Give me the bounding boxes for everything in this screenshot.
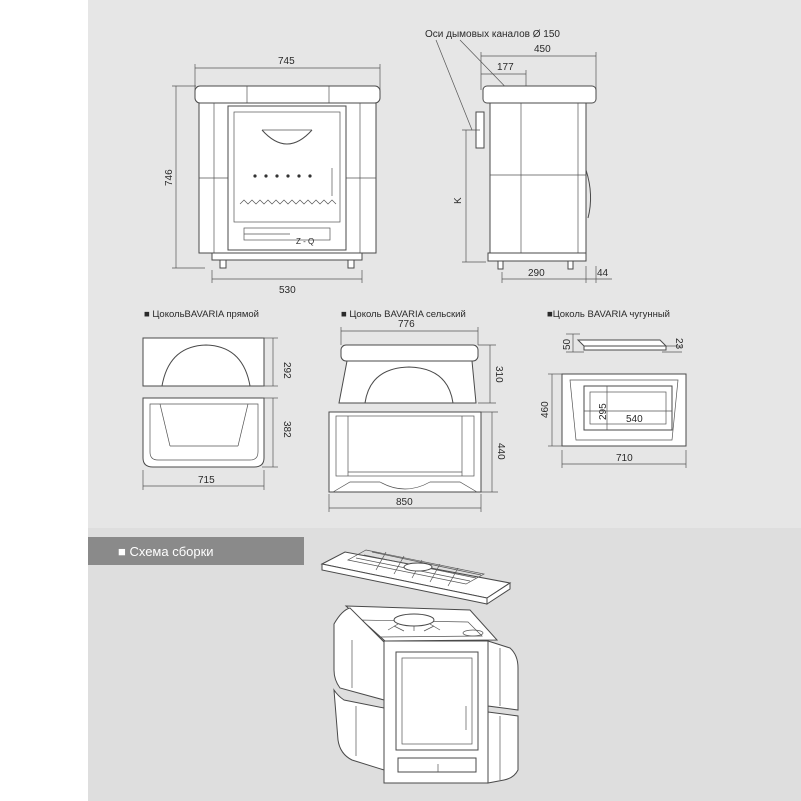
dim-382: 382 [281, 421, 292, 438]
flue-axis-label: Оси дымовых каналов Ø 150 [425, 29, 560, 40]
dim-k: K [453, 197, 464, 204]
dim-23: 23 [673, 338, 684, 350]
dim-290: 290 [528, 268, 545, 279]
plinth-straight: ■ ЦокольBAVARIA прямой 292 382 715 [142, 309, 292, 490]
dim-776: 776 [398, 319, 415, 330]
front-view: 745 746 Z - Q [164, 56, 381, 296]
plinth-rustic: ■ Цоколь BAVARIA сельский 776 310 440 85… [328, 309, 506, 512]
dim-460: 460 [540, 401, 551, 418]
plinth-cast-iron-caption: ■Цоколь BAVARIA чугунный [547, 309, 670, 320]
dim-292: 292 [281, 362, 292, 379]
dim-295: 295 [598, 403, 609, 420]
dim-440: 440 [495, 443, 506, 460]
dim-177: 177 [497, 62, 514, 73]
dim-50: 50 [562, 338, 573, 350]
side-view: Оси дымовых каналов Ø 150 450 177 K 290 … [425, 29, 612, 283]
plinth-straight-caption: ■ ЦокольBAVARIA прямой [144, 309, 259, 320]
dim-850: 850 [396, 497, 413, 508]
dim-44: 44 [597, 268, 609, 279]
plinth-cast-iron: ■Цоколь BAVARIA чугунный 50 23 295 540 4… [540, 309, 687, 468]
dim-310: 310 [493, 366, 504, 383]
assembly-drawing [320, 549, 519, 784]
dim-746: 746 [164, 169, 175, 186]
assembly-title: ■ Схема сборки [118, 544, 214, 559]
dim-450: 450 [534, 44, 551, 55]
dim-715: 715 [198, 475, 215, 486]
dim-530: 530 [279, 285, 296, 296]
dim-540: 540 [626, 414, 643, 425]
door-mark: Z - Q [296, 237, 314, 246]
assembly-banner [88, 537, 304, 565]
plinth-rustic-caption: ■ Цоколь BAVARIA сельский [341, 309, 466, 320]
dim-710: 710 [616, 453, 633, 464]
dim-745: 745 [278, 56, 295, 67]
